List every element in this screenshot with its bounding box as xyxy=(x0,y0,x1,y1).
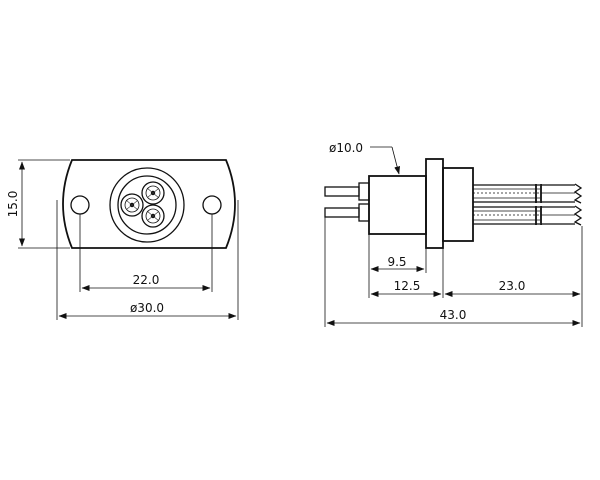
hole-spacing-label: 22.0 xyxy=(133,273,160,287)
front-housing xyxy=(368,175,427,235)
cable-lower xyxy=(473,205,583,226)
dim-c-label: 23.0 xyxy=(499,279,526,293)
connector-outer-circle xyxy=(109,167,185,243)
flange-outline xyxy=(62,159,236,249)
diameter-label: ø10.0 xyxy=(329,141,363,155)
width-label: ø30.0 xyxy=(130,301,164,315)
flange-side xyxy=(425,158,444,249)
diameter-callout: ø10.0 xyxy=(329,141,401,175)
hole-spacing-dimension: 22.0 xyxy=(79,214,213,292)
mounting-hole-right xyxy=(202,195,222,215)
front-view: 15.0 22.0 ø30.0 xyxy=(6,159,239,320)
pin-collar-upper xyxy=(358,182,370,201)
rear-housing xyxy=(442,167,474,242)
dimension-12-5: 12.5 xyxy=(370,279,442,297)
pin-collar-lower xyxy=(358,203,370,222)
contact-bottom xyxy=(141,204,165,228)
height-dimension: 15.0 xyxy=(6,159,70,249)
contact-left xyxy=(120,193,144,217)
pin-lower xyxy=(324,207,360,218)
total-label: 43.0 xyxy=(440,308,467,322)
dimension-9-5: 9.5 xyxy=(370,255,425,272)
pin-upper xyxy=(324,186,360,197)
mounting-hole-left xyxy=(70,195,90,215)
contact-top xyxy=(141,181,165,205)
dimension-23-0: 23.0 xyxy=(444,279,581,297)
height-label: 15.0 xyxy=(6,191,20,218)
dim-b-label: 12.5 xyxy=(394,279,421,293)
width-dimension: ø30.0 xyxy=(56,200,239,320)
side-view: ø10.0 9.5 12.5 23.0 43.0 xyxy=(324,141,583,327)
dimension-total: 43.0 xyxy=(326,308,581,326)
connector-inner-circle xyxy=(117,175,177,235)
cable-upper xyxy=(473,183,583,204)
dim-a-label: 9.5 xyxy=(387,255,406,269)
